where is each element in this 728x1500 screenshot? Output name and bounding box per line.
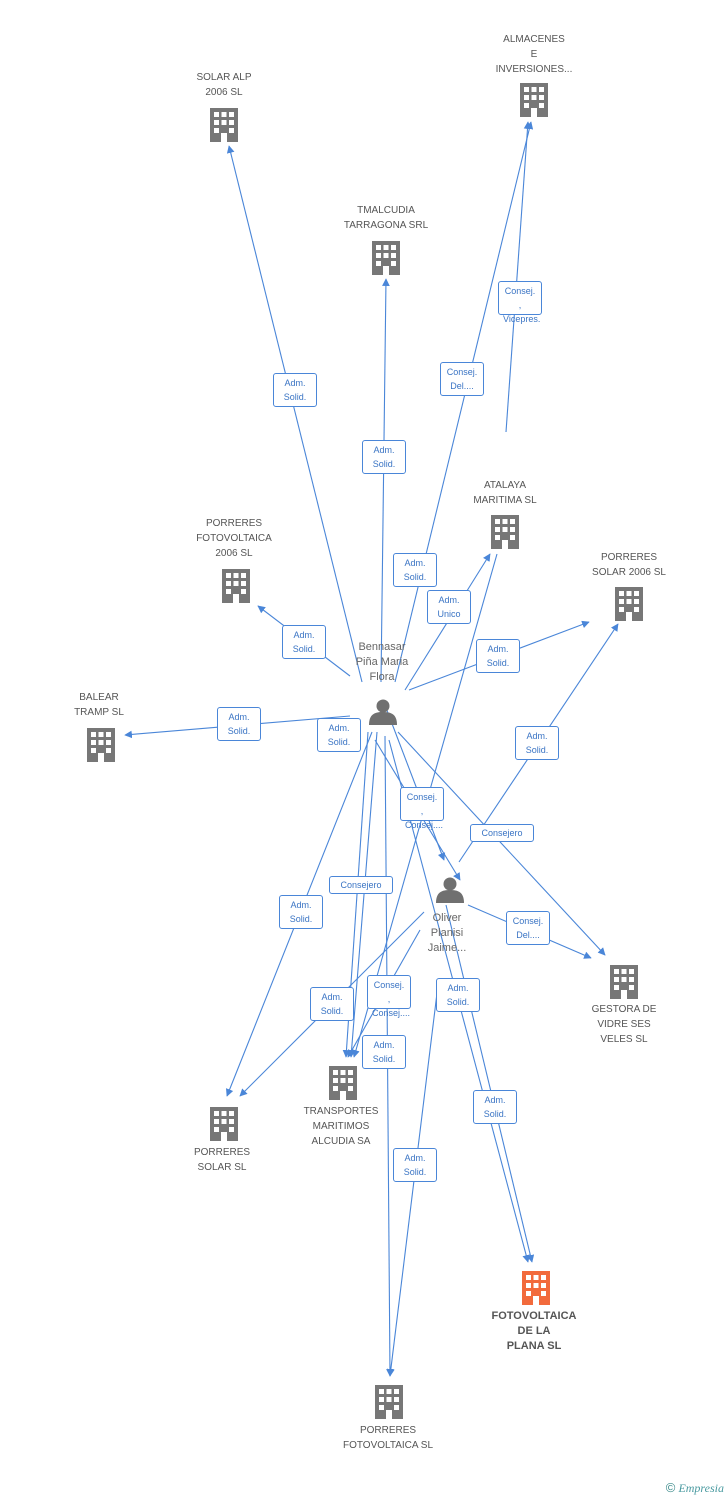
- edge-line: [394, 121, 534, 683]
- edge-role-label: Consejero: [470, 824, 534, 842]
- edge-role-label: Adm. Solid.: [217, 707, 261, 741]
- edge-role-label: Adm. Solid.: [362, 440, 406, 474]
- edge-role-label: Adm. Solid.: [515, 726, 559, 760]
- person-icon[interactable]: [436, 877, 464, 904]
- building-icon[interactable]: [210, 1107, 238, 1141]
- company-label-tmalcudia[interactable]: TMALCUDIA TARRAGONA SRL: [343, 205, 429, 231]
- copyright-symbol: ©: [665, 1480, 676, 1495]
- building-icon[interactable]: [520, 83, 548, 117]
- company-label-fotovoltaica-plana[interactable]: FOTOVOLTAICA DE LA PLANA SL: [491, 1310, 577, 1352]
- edge-line: [397, 731, 606, 956]
- building-icon[interactable]: [610, 965, 638, 999]
- company-label-transportes[interactable]: TRANSPORTES MARITIMOS ALCUDIA SA: [303, 1106, 379, 1147]
- building-icon[interactable]: [375, 1385, 403, 1419]
- edge-role-label: Adm. Solid.: [436, 978, 480, 1012]
- edge-role-label: Consej. Del....: [506, 911, 550, 945]
- building-icon[interactable]: [210, 108, 238, 142]
- edge-role-label: Adm. Solid.: [310, 987, 354, 1021]
- edge-line: [226, 145, 363, 683]
- edge-role-label: Consejero: [329, 876, 393, 894]
- company-label-gestora[interactable]: GESTORA DE VIDRE SES VELES SL: [591, 1004, 657, 1045]
- edge-role-label: Adm. Solid.: [282, 625, 326, 659]
- edge-role-label: Consej. Del....: [440, 362, 484, 396]
- person-icon[interactable]: [369, 699, 397, 726]
- building-icon[interactable]: [222, 569, 250, 603]
- edge-line: [505, 121, 532, 433]
- building-icon[interactable]: [615, 587, 643, 621]
- person-label-bennasar[interactable]: Bennasar Piña Maria Flora: [355, 641, 409, 683]
- edge-role-label: Adm. Solid.: [279, 895, 323, 929]
- edge-role-label: Adm. Solid.: [317, 718, 361, 752]
- edge-role-label: Adm. Solid.: [473, 1090, 517, 1124]
- edge-line: [380, 278, 390, 683]
- edge-role-label: Adm. Solid.: [362, 1035, 406, 1069]
- company-label-porreres-solar[interactable]: PORRERES SOLAR SL: [193, 1147, 251, 1173]
- building-icon[interactable]: [491, 515, 519, 549]
- edge-line: [445, 904, 535, 1263]
- company-label-porreres-fv2006[interactable]: PORRERES FOTOVOLTAICA 2006 SL: [196, 518, 272, 559]
- brand-logo[interactable]: Empresia: [678, 1481, 724, 1495]
- edge-role-label: Adm. Solid.: [393, 553, 437, 587]
- edge-role-label: Adm. Unico: [427, 590, 471, 624]
- edge-role-label: Adm. Solid.: [476, 639, 520, 673]
- person-label-oliver[interactable]: Oliver Planisi Jaime...: [427, 912, 467, 954]
- edge-role-label: Consej. , Vicepres.: [498, 281, 542, 324]
- company-label-almacenes[interactable]: ALMACENES E INVERSIONES...: [495, 34, 573, 75]
- edge-line: [382, 699, 446, 861]
- building-icon[interactable]: [329, 1066, 357, 1100]
- edge-role-label: Adm. Solid.: [393, 1148, 437, 1182]
- company-label-balear[interactable]: BALEAR TRAMP SL: [74, 692, 124, 718]
- building-icon[interactable]: [372, 241, 400, 275]
- company-label-porreres-solar2006[interactable]: PORRERES SOLAR 2006 SL: [592, 552, 666, 578]
- edge-role-label: Adm. Solid.: [273, 373, 317, 407]
- company-label-solar-alp[interactable]: SOLAR ALP 2006 SL: [196, 72, 252, 98]
- company-label-atalaya[interactable]: ATALAYA MARITIMA SL: [473, 480, 537, 506]
- company-label-porreres-fv[interactable]: PORRERES FOTOVOLTAICA SL: [342, 1425, 434, 1451]
- edge-line: [347, 731, 378, 1058]
- edge-role-label: Consej. , Consej....: [367, 975, 411, 1018]
- edge-role-label: Consej. , Consej....: [400, 787, 444, 830]
- building-icon[interactable]: [522, 1271, 550, 1305]
- building-icon[interactable]: [87, 728, 115, 762]
- footer-brand: © Empresia: [666, 1480, 724, 1496]
